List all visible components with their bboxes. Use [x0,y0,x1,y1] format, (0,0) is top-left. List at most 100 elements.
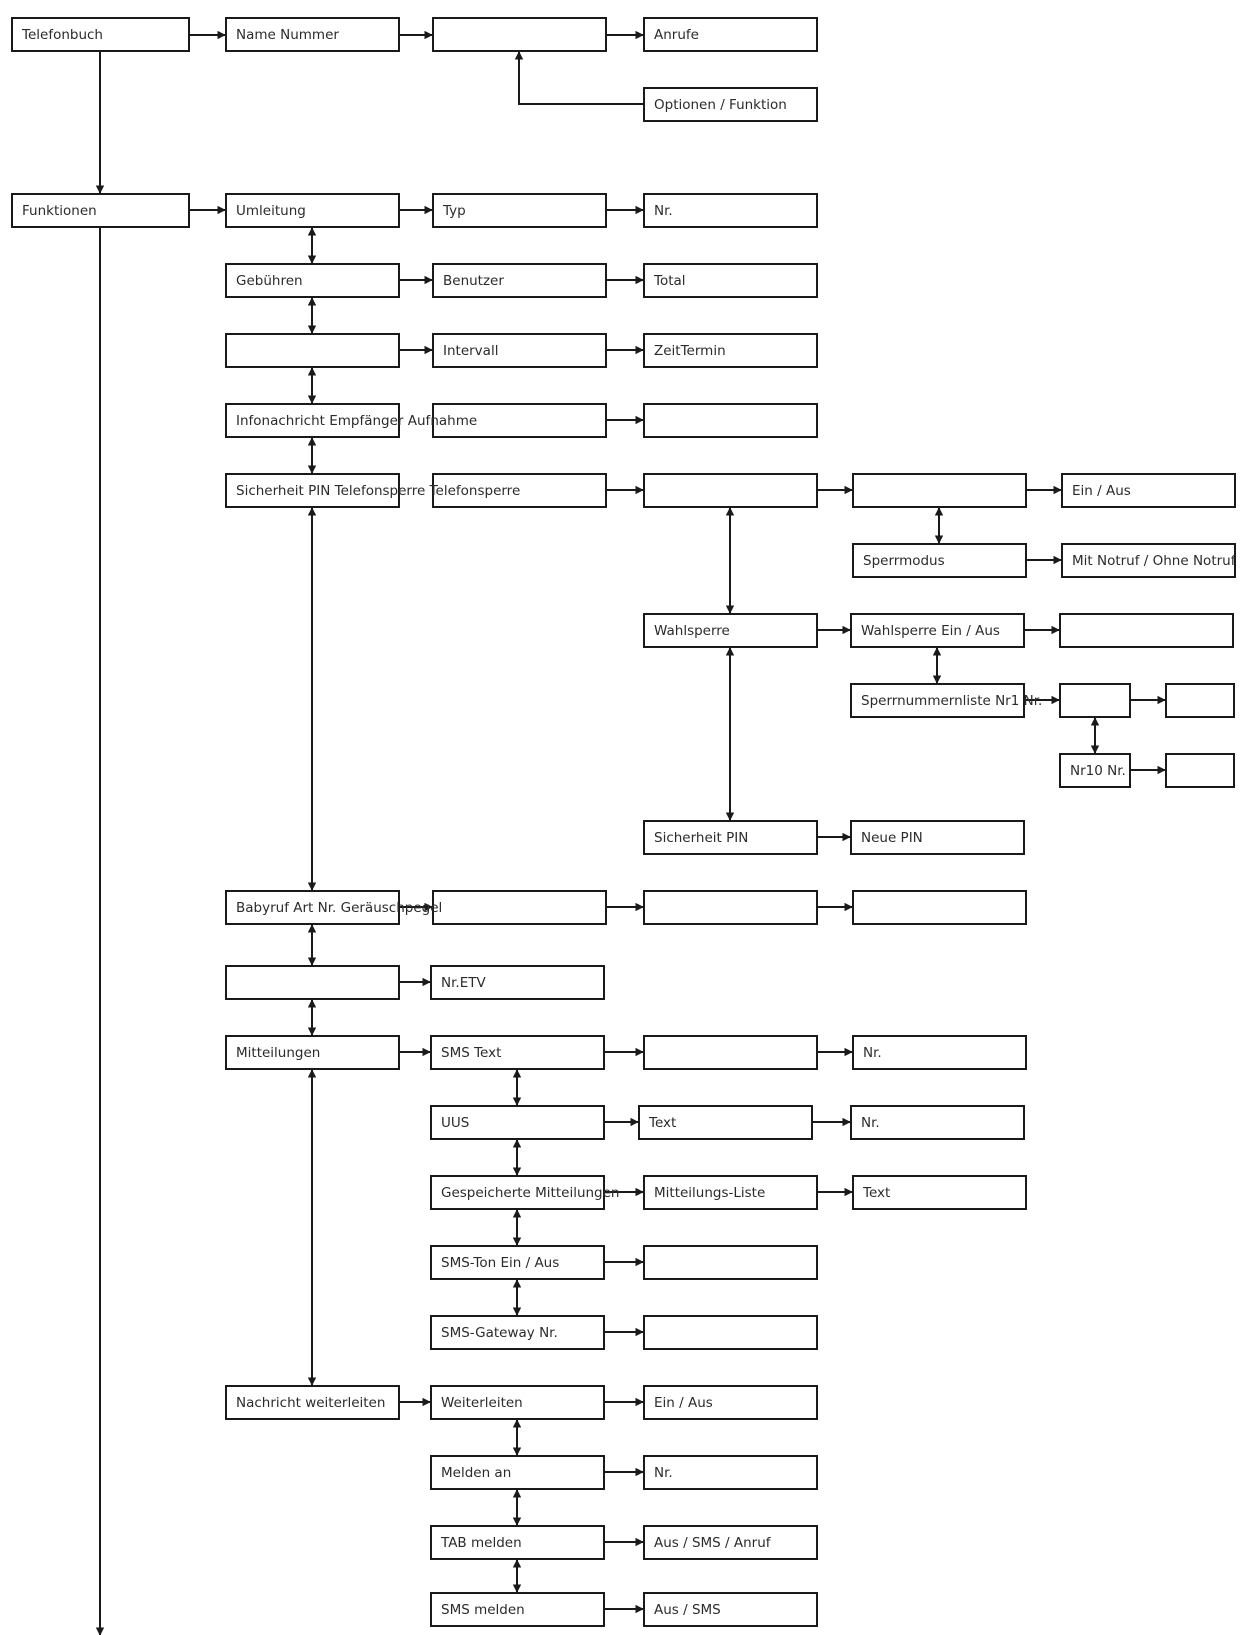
node-sperr-blank1 [1059,683,1131,718]
node-sms-ton-blank [643,1245,818,1280]
node-label: Anrufe [654,27,699,43]
node-sms-text-blank [643,1035,818,1070]
node-label: Umleitung [236,203,306,219]
node-label: ZeitTermin [654,343,726,359]
node-melden-an: Melden an [430,1455,605,1490]
node-neue-pin: Neue PIN [850,820,1025,855]
node-label: UUS [441,1115,470,1131]
node-label: Sperrnummernliste Nr1 Nr. [861,693,1043,709]
node-sperrmodus: Sperrmodus [852,543,1027,578]
node-label: Babyruf Art Nr. Geräuschpegel [236,900,443,916]
node-sperr-blank2 [1165,683,1235,718]
node-label: Aus / SMS [654,1602,721,1618]
node-nr10: Nr10 Nr. [1059,753,1131,788]
node-gebuehren: Gebühren [225,263,400,298]
node-uus: UUS [430,1105,605,1140]
node-wahlsperre-ein-aus: Wahlsperre Ein / Aus [850,613,1025,648]
node-label: Optionen / Funktion [654,97,787,113]
node-label: Sicherheit PIN [654,830,749,846]
node-total: Total [643,263,818,298]
node-notruf: Mit Notruf / Ohne Notruf [1061,543,1236,578]
node-melden-an-nr: Nr. [643,1455,818,1490]
node-label: Infonachricht Empfänger Aufnahme [236,413,478,429]
node-label: Wahlsperre Ein / Aus [861,623,1000,639]
node-babyruf-blank1 [432,890,607,925]
node-babyruf: Babyruf Art Nr. Geräuschpegel [225,890,442,925]
node-sms-text-nr: Nr. [852,1035,1027,1070]
node-nr-etv: Nr.ETV [430,965,605,1000]
node-label: Nr. [654,1465,673,1481]
node-umleitung-nr: Nr. [643,193,818,228]
node-label: Name Nummer [236,27,339,43]
node-label: Text [863,1185,891,1201]
node-label: Nr. [861,1115,880,1131]
node-sperre-ein-aus: Ein / Aus [1061,473,1236,508]
node-label: Mitteilungen [236,1045,321,1061]
node-zeittermin: ZeitTermin [643,333,818,368]
node-label: Ein / Aus [654,1395,713,1411]
node-telefonbuch-blank [432,17,607,52]
node-liste-text: Text [852,1175,1027,1210]
node-label: Aus / SMS / Anruf [654,1535,771,1551]
node-weiterleiten: Weiterleiten [430,1385,605,1420]
node-nachricht-weiterleiten: Nachricht weiterleiten [225,1385,400,1420]
node-label: SMS-Ton Ein / Aus [441,1255,560,1271]
node-funktionen: Funktionen [11,193,190,228]
node-label: Telefonbuch [22,27,103,43]
node-sicherheit: Sicherheit PIN Telefonsperre Telefonsper… [225,473,520,508]
node-uus-nr: Nr. [850,1105,1025,1140]
node-sicherheit-sub-blank [643,473,818,508]
node-label: Nr. [863,1045,882,1061]
node-sms-ton: SMS-Ton Ein / Aus [430,1245,605,1280]
node-sms-melden-options: Aus / SMS [643,1592,818,1627]
node-tab-melden: TAB melden [430,1525,605,1560]
node-etv-parent-blank [225,965,400,1000]
node-umleitung: Umleitung [225,193,400,228]
node-label: Ein / Aus [1072,483,1131,499]
node-intervall-parent-blank [225,333,400,368]
node-label: Sperrmodus [863,553,945,569]
node-label: SMS-Gateway Nr. [441,1325,558,1341]
node-babyruf-blank3 [852,890,1027,925]
node-typ: Typ [432,193,607,228]
node-label: Nachricht weiterleiten [236,1395,386,1411]
node-label: Nr.ETV [441,975,486,991]
node-sms-gateway-blank [643,1315,818,1350]
node-sms-text: SMS Text [430,1035,605,1070]
node-label: Gespeicherte Mitteilungen [441,1185,620,1201]
node-label: Intervall [443,343,499,359]
node-label: Funktionen [22,203,97,219]
node-intervall: Intervall [432,333,607,368]
node-tab-melden-options: Aus / SMS / Anruf [643,1525,818,1560]
node-telefonsperre-blank [432,473,607,508]
node-telefonbuch: Telefonbuch [11,17,190,52]
node-uus-text: Text [638,1105,813,1140]
node-wahlsperre-blank [1059,613,1234,648]
node-sms-melden: SMS melden [430,1592,605,1627]
node-infonachricht: Infonachricht Empfänger Aufnahme [225,403,477,438]
node-info-result-blank [643,403,818,438]
node-label: Nr. [654,203,673,219]
node-label: Mitteilungs-Liste [654,1185,766,1201]
node-label: Mit Notruf / Ohne Notruf [1072,553,1236,569]
node-label: TAB melden [441,1535,522,1551]
node-mitteilungs-liste: Mitteilungs-Liste [643,1175,818,1210]
node-wahlsperre: Wahlsperre [643,613,818,648]
node-babyruf-blank2 [643,890,818,925]
node-label: Gebühren [236,273,303,289]
node-label: Typ [443,203,466,219]
node-info-blank [432,403,607,438]
node-sperrnummernliste: Sperrnummernliste Nr1 Nr. [850,683,1042,718]
node-label: Text [649,1115,677,1131]
node-label: SMS Text [441,1045,502,1061]
node-mitteilungen: Mitteilungen [225,1035,400,1070]
node-name-nummer: Name Nummer [225,17,400,52]
node-gespeicherte-mitteilungen: Gespeicherte Mitteilungen [430,1175,620,1210]
node-benutzer: Benutzer [432,263,607,298]
node-label: Total [654,273,686,289]
node-nr10-blank [1165,753,1235,788]
node-sperre-blank [852,473,1027,508]
node-sicherheit-pin: Sicherheit PIN [643,820,818,855]
node-label: Neue PIN [861,830,923,846]
